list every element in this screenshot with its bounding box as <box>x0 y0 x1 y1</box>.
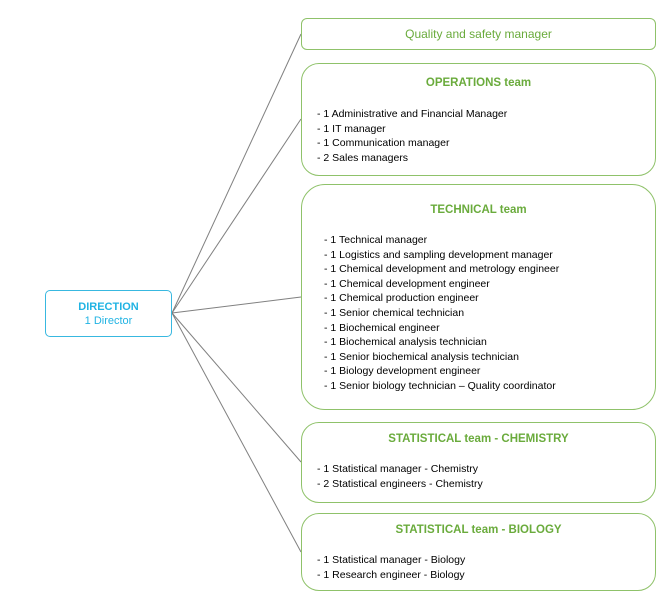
member-item: - 1 Senior biochemical analysis technici… <box>324 350 519 363</box>
member-item: - 2 Statistical engineers - Chemistry <box>317 477 483 490</box>
operations-team-box: OPERATIONS team - 1 Administrative and F… <box>301 63 656 176</box>
connector-quality-safety <box>171 33 302 314</box>
member-item: - 1 Research engineer - Biology <box>317 568 465 581</box>
member-item: - 1 Senior chemical technician <box>324 306 465 319</box>
member-item: - 1 Technical manager <box>324 234 428 246</box>
operations-team-title: OPERATIONS team <box>425 77 532 89</box>
member-item: - 1 Senior biology technician – Quality … <box>324 379 556 392</box>
operations-member-list: - 1 Administrative and Financial Manager… <box>317 107 507 165</box>
quality-safety-label: Quality and safety manager <box>405 27 552 41</box>
connector-technical <box>171 296 302 314</box>
statistical-biology-team-title: STATISTICAL team - BIOLOGY <box>395 524 562 536</box>
member-item: - 1 Administrative and Financial Manager <box>317 108 508 120</box>
member-item: - 1 Statistical manager - Chemistry <box>317 463 479 475</box>
technical-team-box: TECHNICAL team - 1 Technical manager - 1… <box>301 184 656 410</box>
member-item: - 1 Chemical development engineer <box>324 277 490 290</box>
member-item: - 1 Biochemical engineer <box>324 321 440 334</box>
member-item: - 1 Biochemical analysis technician <box>324 336 487 349</box>
member-item: - 1 Chemical production engineer <box>324 292 479 305</box>
statistical-biology-team-box: STATISTICAL team - BIOLOGY - 1 Statistic… <box>301 513 656 591</box>
member-item: - 1 IT manager <box>317 122 386 135</box>
member-item: - 1 Statistical manager - Biology <box>317 554 466 566</box>
quality-safety-box: Quality and safety manager <box>301 18 656 50</box>
statistical-chemistry-team-title: STATISTICAL team - CHEMISTRY <box>388 433 569 445</box>
technical-team-title: TECHNICAL team <box>430 204 527 216</box>
direction-box: DIRECTION 1 Director <box>45 290 172 337</box>
member-item: - 1 Logistics and sampling development m… <box>324 248 553 261</box>
member-item: - 1 Biology development engineer <box>324 365 481 378</box>
connector-stat-biology <box>171 312 302 553</box>
statistical-chemistry-team-box: STATISTICAL team - CHEMISTRY - 1 Statist… <box>301 422 656 503</box>
technical-member-list: - 1 Technical manager - 1 Logistics and … <box>324 233 559 394</box>
member-item: - 2 Sales managers <box>317 151 409 164</box>
connector-operations <box>171 118 302 314</box>
statistical-chemistry-member-list: - 1 Statistical manager - Chemistry - 2 … <box>317 462 483 491</box>
connector-stat-chemistry <box>171 312 302 463</box>
statistical-biology-member-list: - 1 Statistical manager - Biology - 1 Re… <box>317 553 465 582</box>
member-item: - 1 Chemical development and metrology e… <box>324 263 560 276</box>
member-item: - 1 Communication manager <box>317 137 450 150</box>
direction-title: DIRECTION <box>78 300 139 313</box>
direction-subtitle: 1 Director <box>84 314 133 327</box>
